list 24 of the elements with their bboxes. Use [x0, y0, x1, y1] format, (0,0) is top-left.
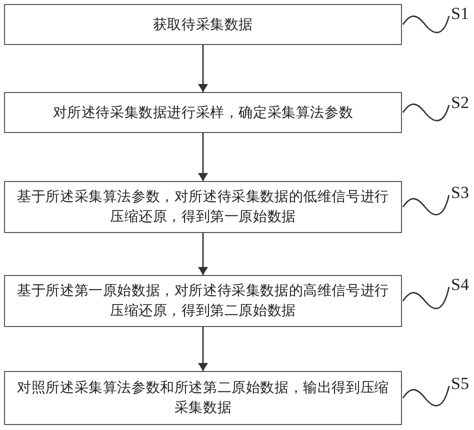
step-text: 获取待采集数据: [152, 16, 254, 34]
arrow: [198, 233, 208, 275]
step-text: 基于所述采集算法参数，对所述待采集数据的低维信号进行压缩还原，得到第一原始数据: [16, 188, 390, 227]
leader-line: [402, 104, 450, 122]
step-label: S4: [451, 275, 469, 295]
step-label: S2: [451, 93, 469, 113]
process-box: [4, 275, 402, 327]
step-text: 对所述待采集数据进行采样，确定采集算法参数: [52, 104, 354, 122]
step-label: S3: [451, 183, 469, 203]
leader-line: [402, 286, 450, 310]
arrow: [198, 45, 208, 92]
process-box: [4, 371, 402, 425]
process-box: [4, 4, 402, 45]
leader-line: [402, 194, 450, 216]
step-label: S1: [451, 4, 469, 24]
process-box: [4, 92, 402, 133]
arrow: [198, 133, 208, 181]
step-text: 对照所述采集算法参数和所述第二原始数据，输出得到压缩采集数据: [16, 379, 390, 418]
arrow: [198, 327, 208, 371]
step-text: 基于所述第一原始数据，对所述待采集数据的高维信号进行压缩还原，得到第二原始数据: [16, 282, 390, 321]
leader-line: [402, 386, 450, 406]
process-box: [4, 181, 402, 233]
leader-line: [402, 16, 450, 34]
step-label: S5: [451, 374, 469, 394]
